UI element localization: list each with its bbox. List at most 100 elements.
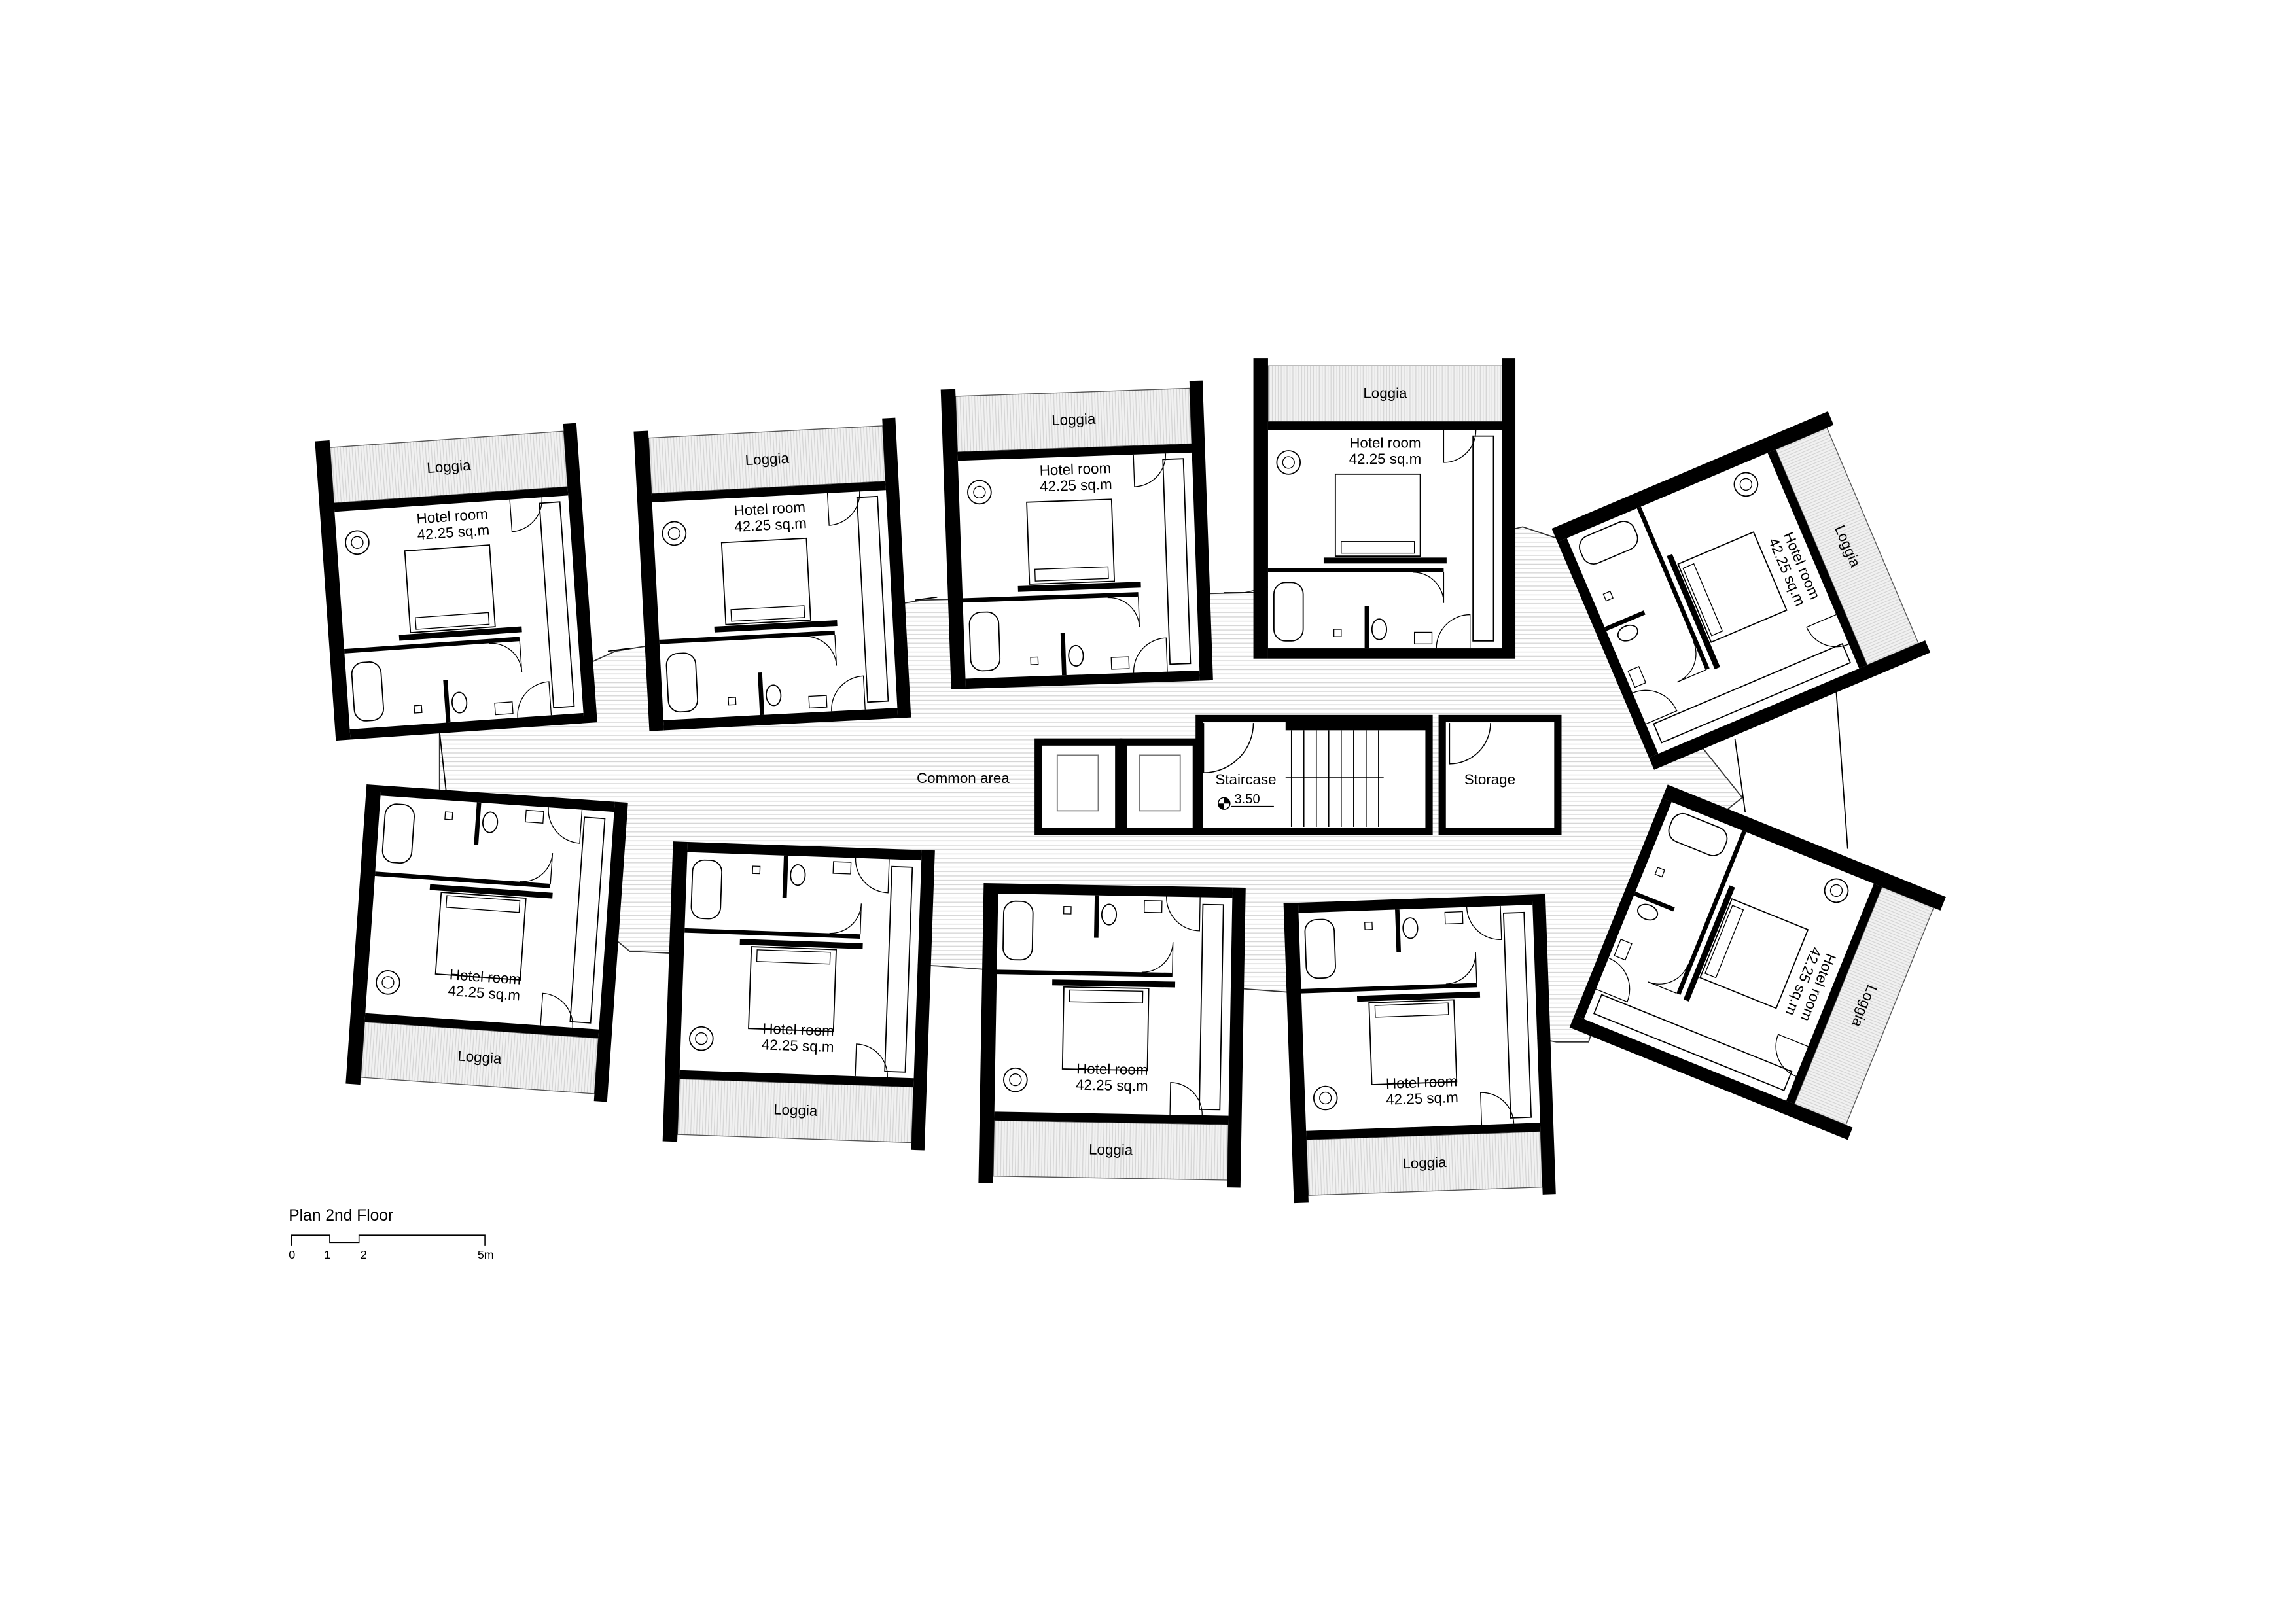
scale-label: 1 <box>324 1248 330 1261</box>
armchair <box>376 970 400 995</box>
wardrobe <box>1472 435 1494 642</box>
wardrobe <box>1162 458 1192 665</box>
room-area: 42.25 sq.m <box>1076 1077 1148 1094</box>
loggia-label: Loggia <box>457 1047 503 1067</box>
door-swing <box>1141 942 1174 973</box>
armchair <box>1003 1067 1028 1092</box>
room-name: Hotel room <box>1076 1060 1148 1078</box>
bed <box>404 544 496 634</box>
bed <box>1026 498 1116 585</box>
scale-label: 5m <box>478 1248 494 1261</box>
wardrobe <box>1502 911 1532 1119</box>
bathroom-partition <box>1267 568 1444 572</box>
bathroom-partition <box>963 592 1139 603</box>
door-swing <box>1133 637 1168 673</box>
door-swing <box>1677 641 1706 683</box>
loggia-label: Loggia <box>773 1101 819 1119</box>
door-swing <box>1107 596 1140 627</box>
armchair <box>1824 878 1849 903</box>
armchair <box>967 480 992 505</box>
toilet <box>451 691 468 714</box>
staircase-room <box>1195 714 1433 835</box>
door-swing <box>1632 689 1678 725</box>
armchair <box>1313 1085 1338 1111</box>
toilet <box>1617 624 1638 642</box>
armchair <box>1733 472 1759 497</box>
loggia-label: Loggia <box>427 457 472 476</box>
bathtub <box>351 661 385 722</box>
door-swing <box>509 497 542 532</box>
door-swing <box>489 641 523 672</box>
bathtub <box>690 859 723 920</box>
door-swing <box>1133 453 1167 487</box>
loggia <box>1267 365 1503 422</box>
door-swing <box>1466 905 1502 940</box>
sink <box>832 861 852 875</box>
door-swing <box>826 491 860 526</box>
door-swing <box>1648 964 1689 994</box>
core: Staircase Storage 3.50 <box>1034 714 1562 835</box>
room-area: 42.25 sq.m <box>761 1036 834 1055</box>
toilet <box>1101 903 1118 926</box>
bathroom-partition <box>1676 830 1746 995</box>
loggia-label: Loggia <box>1402 1154 1447 1172</box>
sink <box>1614 938 1633 961</box>
bathtub <box>1668 812 1728 856</box>
toilet <box>766 684 782 707</box>
bathtub <box>1273 582 1304 642</box>
plan-title: Plan 2nd Floor <box>289 1207 393 1225</box>
bathroom-partition <box>684 928 860 939</box>
door-swing <box>829 903 862 935</box>
sink <box>1413 631 1433 645</box>
loggia-label: Loggia <box>745 450 790 469</box>
elevator-shaft <box>1034 738 1123 835</box>
door-swing <box>804 635 838 666</box>
door-swing <box>1169 1082 1203 1115</box>
sink <box>1627 666 1647 688</box>
bathroom-partition <box>997 969 1173 977</box>
door-swing <box>855 1043 888 1077</box>
loggia-label: Loggia <box>1363 385 1407 402</box>
bathtub <box>968 611 1001 672</box>
wardrobe <box>1199 903 1224 1111</box>
bed <box>720 537 811 625</box>
wardrobe <box>856 495 889 703</box>
door-swing <box>1413 572 1445 603</box>
armchair <box>662 521 687 546</box>
sink <box>1144 899 1163 913</box>
sink <box>525 809 544 824</box>
storage-room <box>1438 714 1562 835</box>
toilet <box>482 811 499 833</box>
bathroom-partition <box>659 630 835 644</box>
bed <box>1368 999 1458 1086</box>
armchair <box>689 1026 714 1051</box>
toilet <box>1371 618 1388 640</box>
bathtub <box>1579 521 1638 565</box>
sink <box>1444 911 1464 925</box>
level-label: 3.50 <box>1234 792 1260 807</box>
bathtub <box>1002 900 1034 961</box>
door-swing <box>1480 1092 1515 1125</box>
room-area: 42.25 sq.m <box>1349 451 1422 467</box>
scale-bar <box>291 1234 486 1246</box>
door-swing <box>1436 614 1471 649</box>
storage-label: Storage <box>1464 771 1515 788</box>
door-swing <box>1166 896 1201 932</box>
door-swing <box>520 853 554 884</box>
toilet <box>1402 917 1419 939</box>
sink <box>494 701 514 716</box>
armchair <box>1276 450 1301 475</box>
bathroom-partition <box>344 637 520 654</box>
room-area: 42.25 sq.m <box>734 515 807 535</box>
toilet <box>1637 903 1659 921</box>
bathroom-partition <box>374 871 551 888</box>
loggia-label: Loggia <box>1051 411 1097 428</box>
